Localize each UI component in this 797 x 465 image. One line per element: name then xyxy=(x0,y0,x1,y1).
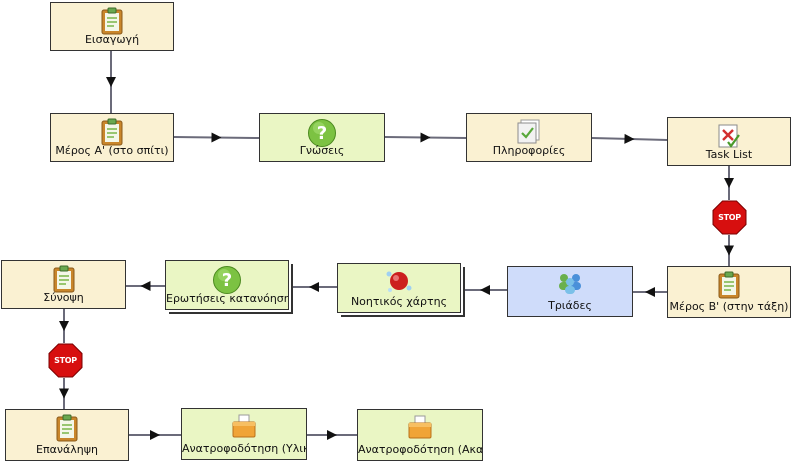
activity-node[interactable]: Μέρος Α' (στο σπίτι) xyxy=(50,113,174,162)
stop-node[interactable]: STOP xyxy=(712,200,747,235)
edge-arrowhead xyxy=(327,430,337,440)
molecule-icon xyxy=(384,268,414,300)
edge-arrowhead xyxy=(59,321,69,331)
box-icon xyxy=(407,414,433,444)
svg-text:?: ? xyxy=(222,270,232,291)
edge-arrowhead xyxy=(150,430,160,440)
question-icon: ? xyxy=(212,265,242,299)
people-group-icon xyxy=(555,271,585,299)
edge-arrowhead xyxy=(309,282,319,292)
clipboard-icon xyxy=(101,118,123,150)
activity-node[interactable]: Επανάληψη xyxy=(5,409,129,461)
activity-node[interactable]: Εισαγωγή xyxy=(50,2,174,51)
activity-node[interactable]: Σύνοψη xyxy=(1,260,126,309)
svg-text:?: ? xyxy=(317,123,327,144)
edge-arrowhead xyxy=(59,388,69,399)
edge-arrowhead xyxy=(211,132,222,143)
node-label: Μέρος Α' (στο σπίτι) xyxy=(55,144,169,157)
node-label: Task List xyxy=(705,148,753,161)
activity-node[interactable]: Ανατροφοδότηση (Ακαδημαϊκή) xyxy=(357,409,483,461)
stop-label: STOP xyxy=(54,356,77,365)
activity-node[interactable]: Μέρος Β' (στην τάξη) xyxy=(667,266,791,318)
edge-arrowhead xyxy=(724,178,734,188)
activity-node[interactable]: ?Γνώσεις xyxy=(259,113,385,162)
node-label: Εισαγωγή xyxy=(84,33,140,46)
node-label: Πληροφορίες xyxy=(492,144,566,157)
edge-arrowhead xyxy=(106,77,116,87)
node-label: Ανατροφοδότηση (Υλικό) xyxy=(182,442,306,455)
paper-check-icon xyxy=(515,118,543,148)
clipboard-icon xyxy=(101,7,123,39)
node-label: Μέρος Β' (στην τάξη) xyxy=(669,300,789,313)
stop-sign-icon xyxy=(712,200,747,239)
edge-arrowhead xyxy=(140,281,151,291)
node-label: Ερωτήσεις κατανόησης xyxy=(166,292,288,305)
edge-arrowhead xyxy=(624,133,635,144)
box-icon xyxy=(231,413,257,443)
node-label: Τριάδες xyxy=(548,299,592,312)
activity-node[interactable]: Πληροφορίες xyxy=(466,113,592,162)
node-label: Γνώσεις xyxy=(299,144,345,157)
edge-arrowhead xyxy=(420,132,431,143)
activity-node[interactable]: ?Ερωτήσεις κατανόησης xyxy=(165,260,289,310)
task-list-icon xyxy=(716,122,742,154)
node-label: Νοητικός χάρτης xyxy=(350,295,448,308)
node-label: Σύνοψη xyxy=(43,291,84,304)
question-icon: ? xyxy=(307,118,337,152)
clipboard-icon xyxy=(53,265,75,297)
edge-arrowhead xyxy=(480,285,490,295)
activity-node[interactable]: Νοητικός χάρτης xyxy=(337,263,461,313)
edge-arrowhead xyxy=(645,287,655,297)
stop-label: STOP xyxy=(718,213,741,222)
stop-node[interactable]: STOP xyxy=(48,343,83,378)
stop-sign-icon xyxy=(48,343,83,382)
activity-node[interactable]: Τριάδες xyxy=(507,266,633,317)
activity-node[interactable]: Task List xyxy=(667,117,791,166)
activity-node[interactable]: Ανατροφοδότηση (Υλικό) xyxy=(181,408,307,460)
node-label: Επανάληψη xyxy=(36,443,98,456)
edge-arrowhead xyxy=(724,245,734,256)
clipboard-icon xyxy=(56,414,78,446)
clipboard-icon xyxy=(718,271,740,303)
node-label: Ανατροφοδότηση (Ακαδημαϊκή) xyxy=(358,443,482,456)
